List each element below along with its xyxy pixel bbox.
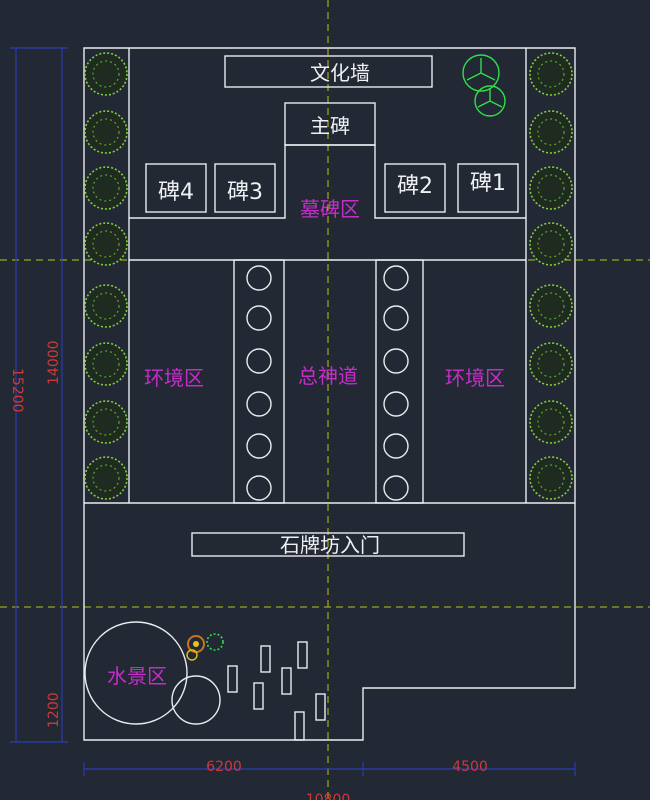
right-path-planting-strip [375, 259, 424, 504]
dimension-total-height-label: 15200 [9, 368, 25, 413]
left-path-shrubs [246, 265, 272, 501]
site-boundary [83, 47, 576, 741]
shrub-circle [246, 475, 272, 501]
dimension-total-width-label: 10800 [306, 792, 351, 800]
tree-icon [529, 222, 573, 266]
culture-wall [224, 55, 433, 88]
stepping-stone [294, 711, 305, 741]
stele-1-label: 碑1 [470, 171, 506, 196]
tree-icon [84, 456, 128, 500]
tree-icon [84, 52, 128, 96]
main-stele-label: 主碑 [310, 114, 350, 138]
left-environment-zone-label: 环境区 [144, 366, 204, 390]
stepping-stone [281, 667, 292, 695]
tree-icon [529, 342, 573, 386]
tree-icon [84, 342, 128, 386]
right-path-shrubs [383, 265, 409, 501]
shrub-circle [246, 305, 272, 331]
stele-2-label: 碑2 [397, 174, 433, 199]
stele-4 [145, 163, 207, 213]
stele-2 [384, 163, 446, 213]
right-tree-row [529, 52, 573, 500]
stone-archway-entrance [191, 532, 465, 557]
stepping-stones [227, 641, 326, 741]
main-stele [284, 102, 376, 146]
stele-3-label: 碑3 [227, 180, 263, 205]
shrub-circle [383, 348, 409, 374]
tree-icon [529, 456, 573, 500]
water-feature-large-pond [84, 621, 188, 725]
tree-icon [84, 166, 128, 210]
stele-1 [457, 163, 519, 213]
tree-icon [84, 222, 128, 266]
tomb-area-label: 墓碑区 [300, 197, 360, 221]
shrub-circle [383, 265, 409, 291]
tree-icon [84, 110, 128, 154]
shrub-circle [246, 265, 272, 291]
left-path-planting-strip [233, 259, 285, 504]
tree-icon [529, 400, 573, 444]
stele-3 [214, 163, 276, 213]
left-tree-row [84, 52, 128, 500]
stepping-stone [315, 693, 326, 721]
dimension-left-width-label: 6200 [206, 759, 242, 775]
stele-4-label: 碑4 [158, 180, 194, 205]
bush-cluster-icon [462, 54, 506, 117]
water-feature-small-pond [171, 675, 221, 725]
tree-icon [529, 284, 573, 328]
stepping-stone [297, 641, 308, 669]
right-environment-zone-label: 环境区 [445, 366, 505, 390]
water-feature-label: 水景区 [107, 664, 167, 688]
stepping-stone [260, 645, 271, 673]
dimension-upper-height-label: 14000 [46, 340, 62, 385]
flower-icon [186, 633, 224, 661]
shrub-circle [383, 475, 409, 501]
culture-wall-label: 文化墙 [310, 61, 370, 85]
main-spirit-way-label: 总神道 [298, 364, 358, 388]
shrub-circle [246, 348, 272, 374]
tree-icon [84, 400, 128, 444]
tree-icon [84, 284, 128, 328]
tree-icon [529, 52, 573, 96]
stone-archway-label: 石牌坊入门 [280, 533, 380, 557]
stepping-stone [227, 665, 238, 693]
shrub-circle [383, 433, 409, 459]
shrub-circle [383, 305, 409, 331]
shrub-circle [383, 391, 409, 417]
tree-icon [529, 110, 573, 154]
stepping-stone [253, 682, 264, 710]
shrub-circle [246, 391, 272, 417]
dimension-lower-height-label: 1200 [46, 692, 62, 728]
shrub-circle [246, 433, 272, 459]
dimension-right-width-label: 4500 [452, 759, 488, 775]
tree-icon [529, 166, 573, 210]
